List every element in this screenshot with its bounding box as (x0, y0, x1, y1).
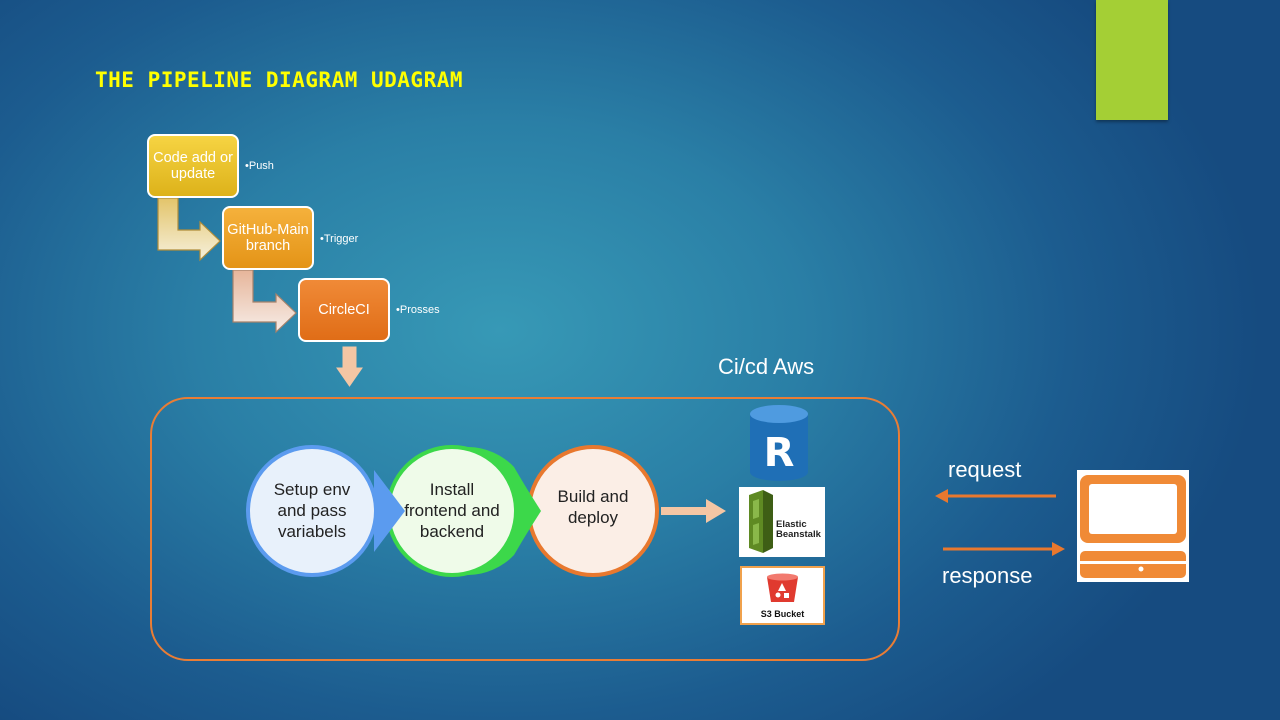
stage-build-label: Build and deploy (557, 487, 629, 527)
step-note-prosses: •Prosses (396, 304, 440, 316)
step-code-update: Code add or update (147, 134, 239, 198)
cicd-label: Ci/cd Aws (718, 354, 815, 379)
step-circleci: CircleCI (298, 278, 390, 342)
request-arrow (935, 489, 1056, 503)
stair-arrow-1 (157, 197, 221, 262)
stage-setup-shape (246, 445, 405, 577)
step-label: GitHub-Main branch (227, 222, 309, 254)
step-label: CircleCI (318, 302, 370, 318)
stage-install-label: Install frontend and backend (404, 479, 500, 541)
s3-bucket-icon: S3 Bucket (740, 566, 825, 625)
cicd-container (150, 397, 900, 661)
step-label: Code add or update (153, 150, 233, 182)
beanstalk-text-1: Elastic (776, 519, 807, 530)
slide-title: THE PIPELINE DIAGRAM UDAGRAM (95, 68, 464, 92)
request-label: request (948, 457, 1022, 482)
response-arrow (943, 542, 1065, 556)
computer-icon (1077, 470, 1189, 582)
stage-setup-label: Setup env and pass variabels (273, 479, 351, 541)
down-arrow (336, 346, 363, 387)
step-note-trigger: •Trigger (320, 233, 359, 245)
rds-icon: R (750, 405, 808, 481)
step-note-push: •Push (245, 160, 274, 172)
s3-text: S3 Bucket (761, 609, 805, 619)
step-github-main: GitHub-Main branch (222, 206, 314, 270)
beanstalk-text-2: Beanstalk (776, 529, 822, 540)
rds-letter: R (764, 430, 795, 476)
response-label: response (942, 563, 1033, 588)
deploy-arrow (661, 499, 726, 523)
stair-arrow-2 (232, 269, 297, 334)
elastic-beanstalk-icon: Elastic Beanstalk (739, 487, 825, 557)
stage-install-shape (386, 445, 541, 577)
accent-rectangle (1096, 0, 1168, 120)
